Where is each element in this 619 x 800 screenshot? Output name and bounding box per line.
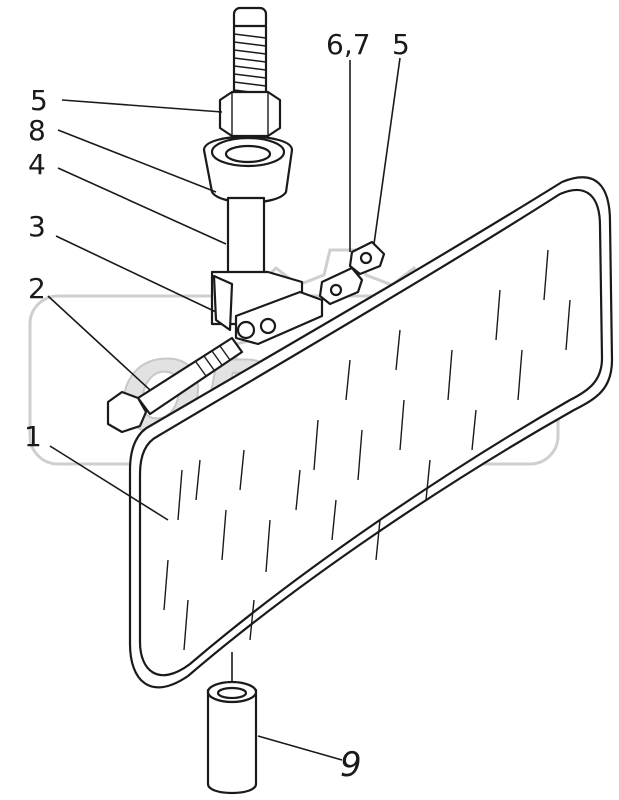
clamp-bracket bbox=[210, 270, 324, 346]
adjusting-bolt bbox=[106, 336, 244, 434]
callout-5-left: 5 bbox=[30, 84, 48, 117]
callout-3: 3 bbox=[28, 210, 46, 243]
callout-1: 1 bbox=[24, 420, 42, 453]
cup-washer bbox=[202, 135, 294, 204]
vertical-rod bbox=[226, 196, 266, 278]
callout-4: 4 bbox=[28, 148, 46, 181]
glass-reflection-hatching bbox=[163, 249, 571, 651]
callout-9: 9 bbox=[340, 745, 362, 785]
callout-8: 8 bbox=[28, 114, 46, 147]
callout-6-7: 6,7 bbox=[326, 28, 371, 61]
mirror-outer-frame bbox=[128, 176, 614, 689]
sleeve bbox=[206, 652, 258, 794]
leader-lines bbox=[47, 57, 401, 761]
hex-nut-upper bbox=[218, 90, 282, 138]
mirror bbox=[128, 176, 614, 689]
callout-2: 2 bbox=[28, 272, 46, 305]
callout-labels: 5 8 4 3 2 1 6,7 5 9 bbox=[24, 28, 410, 785]
frame-clips bbox=[318, 240, 386, 306]
threaded-stud bbox=[232, 6, 268, 100]
callout-5-right: 5 bbox=[392, 28, 410, 61]
mirror-inner-frame bbox=[138, 188, 604, 677]
